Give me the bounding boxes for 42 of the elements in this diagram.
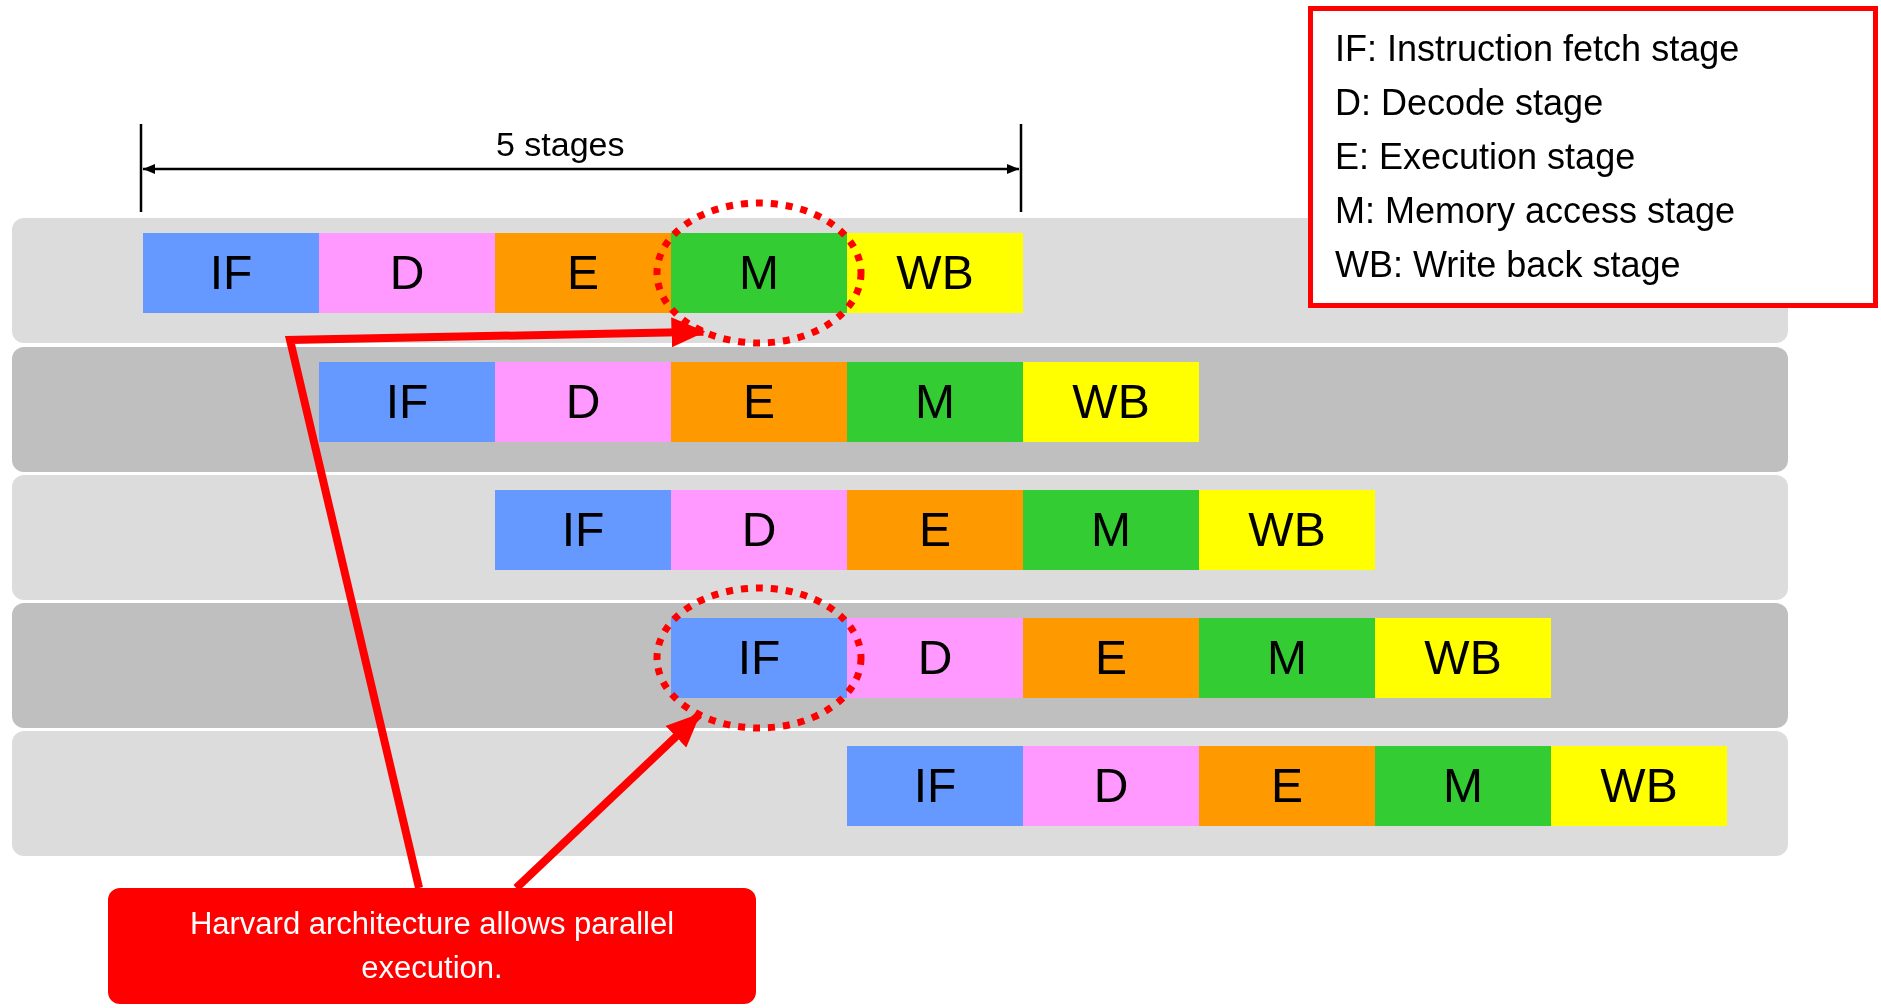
definition-text: IF: Instruction fetch stage	[1335, 27, 1741, 71]
stage-box: WB	[1551, 746, 1727, 826]
arrow	[284, 317, 706, 889]
stage-box: M	[1375, 746, 1551, 826]
dotted-ellipse	[653, 584, 865, 732]
definition-text: M: Memory access stage	[1335, 189, 1737, 233]
stage-box: E	[1023, 618, 1199, 698]
callout-box	[108, 888, 756, 1004]
stage-box: E	[847, 490, 1023, 570]
stage-box: E	[671, 362, 847, 442]
stage-box: WB	[1023, 362, 1199, 442]
stage-box: IF	[671, 618, 847, 698]
callout-text: Harvard architecture allows parallel execution.	[188, 905, 676, 987]
stage-box: WB	[1375, 618, 1551, 698]
stage-box: WB	[1199, 490, 1375, 570]
row-band	[12, 347, 1788, 472]
definition-box	[1308, 6, 1878, 308]
stage-box: M	[1023, 490, 1199, 570]
stage-box: IF	[847, 746, 1023, 826]
definition-text: D: Decode stage	[1335, 81, 1605, 125]
dotted-ellipse	[653, 199, 865, 347]
stage-box: E	[495, 233, 671, 313]
row-band	[12, 731, 1788, 856]
stage-box: M	[1199, 618, 1375, 698]
stage-box: M	[671, 233, 847, 313]
stage-box: D	[319, 233, 495, 313]
dimension-label: 5 stages	[496, 124, 625, 164]
stage-box: E	[1199, 746, 1375, 826]
stage-box: M	[847, 362, 1023, 442]
definition-text: E: Execution stage	[1335, 135, 1637, 179]
stage-box: IF	[143, 233, 319, 313]
stage-box: WB	[847, 233, 1023, 313]
arrow	[513, 711, 702, 891]
definition-text: WB: Write back stage	[1335, 243, 1682, 287]
stage-box: IF	[319, 362, 495, 442]
stage-box: D	[495, 362, 671, 442]
stage-box: D	[1023, 746, 1199, 826]
stage-box: IF	[495, 490, 671, 570]
stage-box: D	[847, 618, 1023, 698]
row-band	[12, 603, 1788, 728]
stage-box: D	[671, 490, 847, 570]
row-band	[12, 475, 1788, 600]
